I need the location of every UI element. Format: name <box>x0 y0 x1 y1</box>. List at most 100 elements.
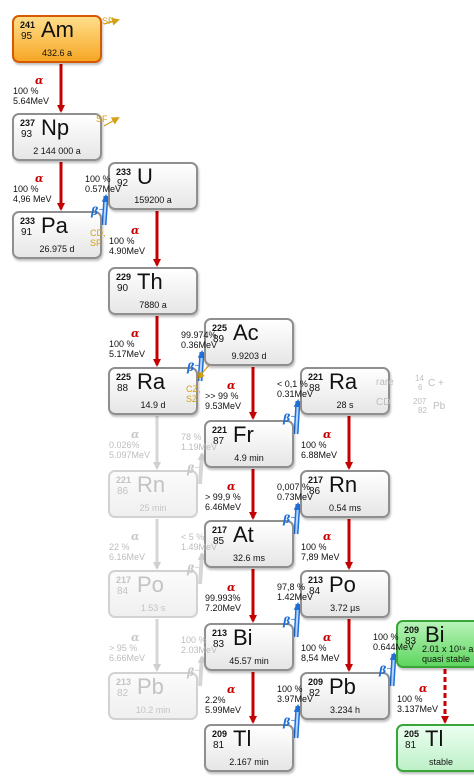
nuclide-symbol: Bi <box>233 625 253 650</box>
beta-arrow-bi213 <box>293 602 302 638</box>
decay-label-rn221: 78 % 1.19MeV <box>181 432 218 452</box>
decay-label-ra225: 99.974% 0.36MeV <box>181 330 218 350</box>
nuclide-half-life: 2 144 000 a <box>33 146 81 156</box>
decay-label-fr221: < 0,1 % 0.31MeV <box>277 379 314 399</box>
nuclide-symbol: Bi <box>425 622 445 647</box>
side-branch-label-ac225: CZ, SZ <box>186 384 201 404</box>
nuclide-atomic-number: 90 <box>117 283 129 294</box>
decay-label-ra225: 0.026% 5.097MeV <box>109 440 151 460</box>
decay-label-bi213: 2.2% 5.99MeV <box>205 695 242 715</box>
decay-label-rn217: 100 % 7,89 MeV <box>301 541 340 562</box>
nuclide-half-life: 2.01 x 10¹⁹ a quasi stable <box>422 644 474 664</box>
nuclide-half-life: 432.6 a <box>41 48 73 58</box>
decay-label-at217: 99.993% 7.20MeV <box>205 593 242 613</box>
decay-label-rn221: 22 % 6.16MeV <box>109 541 146 562</box>
nuclide-mass: 217 <box>116 575 132 585</box>
nuclide-symbol: Np <box>41 115 70 140</box>
nuclide-mass: 213 <box>116 677 132 687</box>
nuclide-mass: 229 <box>116 272 132 282</box>
nuclide-atomic-number: 95 <box>21 31 33 42</box>
nuclide-symbol: Fr <box>233 422 254 447</box>
alpha-symbol-ac225: α <box>227 378 236 392</box>
nuclide-atomic-number: 88 <box>117 383 129 394</box>
decay-label-tl209: 100 % 3.97MeV <box>277 684 314 704</box>
beta-symbol-pb209: β⁻ <box>379 664 393 677</box>
nuclide-symbol: Pb <box>137 674 164 699</box>
nuclide-symbol: Po <box>329 572 356 597</box>
nuclide-atomic-number: 81 <box>405 740 417 751</box>
decay-label-pb209: 100 % 0.644MeV <box>373 632 415 652</box>
nuclide-atomic-number: 83 <box>405 636 417 647</box>
beta-arrow-pb213 <box>197 655 206 687</box>
nuclide-mass: 209 <box>404 625 420 635</box>
beta-arrow-pb209 <box>389 652 398 687</box>
decay-label-bi213: 97,8 % 1.42MeV <box>277 582 314 602</box>
nuclide-atomic-number: 82 <box>309 688 321 699</box>
side-branch-label-np237: SF <box>96 114 108 124</box>
beta-symbol-bi213: β⁻ <box>283 614 297 628</box>
alpha-symbol-bi209: α <box>419 681 428 695</box>
beta-symbol-fr221: β⁻ <box>283 411 297 425</box>
nuclide-half-life: 4.9 min <box>234 453 264 463</box>
beta-arrow-at217 <box>293 502 302 535</box>
beta-symbol-at217: β⁻ <box>283 513 297 526</box>
alpha-symbol-ra221: α <box>323 428 332 441</box>
decay-label-at217: 0,007 % 0.73MeV <box>277 482 314 502</box>
nuclide-symbol: Ra <box>137 369 166 394</box>
nuclide-symbol: Rn <box>137 472 166 497</box>
alpha-symbol-u233: α <box>131 224 140 237</box>
decay-label-np237: 100 % 4,96 MeV <box>13 183 52 204</box>
alpha-symbol-rn217: α <box>323 529 332 543</box>
nuclide-symbol: Po <box>137 572 164 597</box>
nuclide-half-life: 25 min <box>139 503 167 513</box>
side-branch-arrow-am241 <box>103 17 120 26</box>
decay-label-po217: > 95 % 6.66MeV <box>109 642 146 663</box>
side-branch-arrow-np237 <box>103 117 120 127</box>
alpha-symbol-po213: α <box>323 630 332 644</box>
alpha-symbol-th229: α <box>131 326 140 340</box>
nuclide-atomic-number: 86 <box>309 486 321 497</box>
nuclide-mass: 221 <box>212 425 228 435</box>
decay-label-am241: 100 % 5.64MeV <box>13 85 50 106</box>
beta-arrow-po217 <box>197 552 206 585</box>
beta-symbol-tl209: β⁻ <box>283 716 297 729</box>
decay-label-pa233: 100 % 0.57MeV <box>85 174 122 194</box>
decay-label-po213: 100 % 8,54 MeV <box>301 642 340 663</box>
decay-label-u233: 100 % 4.90MeV <box>109 236 146 256</box>
nuclide-mass: 241 <box>20 20 36 30</box>
nuclide-symbol: At <box>233 522 254 547</box>
nuclide-atomic-number: 84 <box>117 586 129 597</box>
decay-label-pb213: 100 % 2.03MeV <box>181 635 218 655</box>
nuclide-symbol: Am <box>41 17 74 42</box>
lead-z: 82 <box>418 406 427 415</box>
nuclide-atomic-number: 85 <box>213 536 225 547</box>
beta-symbol-pb213: β⁻ <box>187 665 201 679</box>
carbon-z: 6 <box>418 383 423 392</box>
nuclide-half-life: stable <box>428 757 454 767</box>
alpha-symbol-np237: α <box>35 171 44 185</box>
decay-label-fr221: > 99,9 % 6.46MeV <box>205 491 242 512</box>
nuclide-symbol: Th <box>137 269 163 294</box>
nuclide-half-life: 9.9203 d <box>231 351 267 361</box>
nuclide-symbol: Tl <box>233 726 252 751</box>
nuclide-half-life: 45.57 min <box>229 656 269 666</box>
nuclide-half-life: 32.6 ms <box>232 553 265 563</box>
nuclide-mass: 225 <box>212 323 228 333</box>
nuclide-half-life: 1.53 s <box>140 603 166 613</box>
nuclide-symbol: Rn <box>329 472 358 497</box>
beta-symbol-pa233: β⁻ <box>91 204 105 218</box>
